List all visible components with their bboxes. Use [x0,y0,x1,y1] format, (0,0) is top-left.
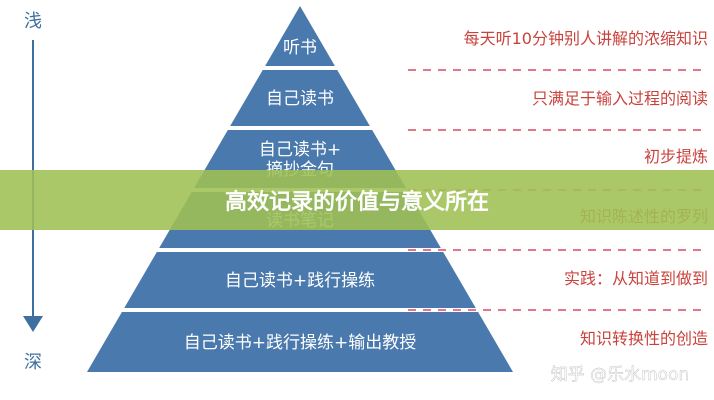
banner-title: 高效记录的价值与意义所在 [225,189,489,215]
tier-label-6-line-1: 自己读书+践行操练+输出教授 [184,333,417,353]
watermark: 知乎 @乐水moon [551,365,690,385]
tier-description-3: 初步提炼 [644,147,708,166]
axis-bottom-label: 深 [24,352,42,373]
axis-top-label: 浅 [24,11,42,32]
depth-axis-arrowhead [23,316,43,332]
tier-label-5-line-1: 自己读书+践行操练 [225,271,375,291]
tier-description-6: 知识转换性的创造 [580,329,708,348]
tier-description-2: 只满足于输入过程的阅读 [532,89,708,108]
pyramid-tier-6 [87,312,513,372]
tier-label-1-line-1: 听书 [283,38,317,58]
pyramid-tier-5 [124,252,476,308]
tier-descriptions: 每天听10分钟别人讲解的浓缩知识只满足于输入过程的阅读初步提炼知识陈述性的罗列实… [408,29,708,348]
tier-label-2-line-1: 自己读书 [266,89,334,109]
pyramid-tier-2 [230,70,370,126]
title-banner [0,170,714,230]
tier-label-3-line-1: 自己读书+ [259,140,341,160]
pyramid-tier-1 [265,6,335,66]
tier-description-5: 实践：从知道到做到 [564,269,708,288]
tier-description-1: 每天听10分钟别人讲解的浓缩知识 [464,29,708,48]
